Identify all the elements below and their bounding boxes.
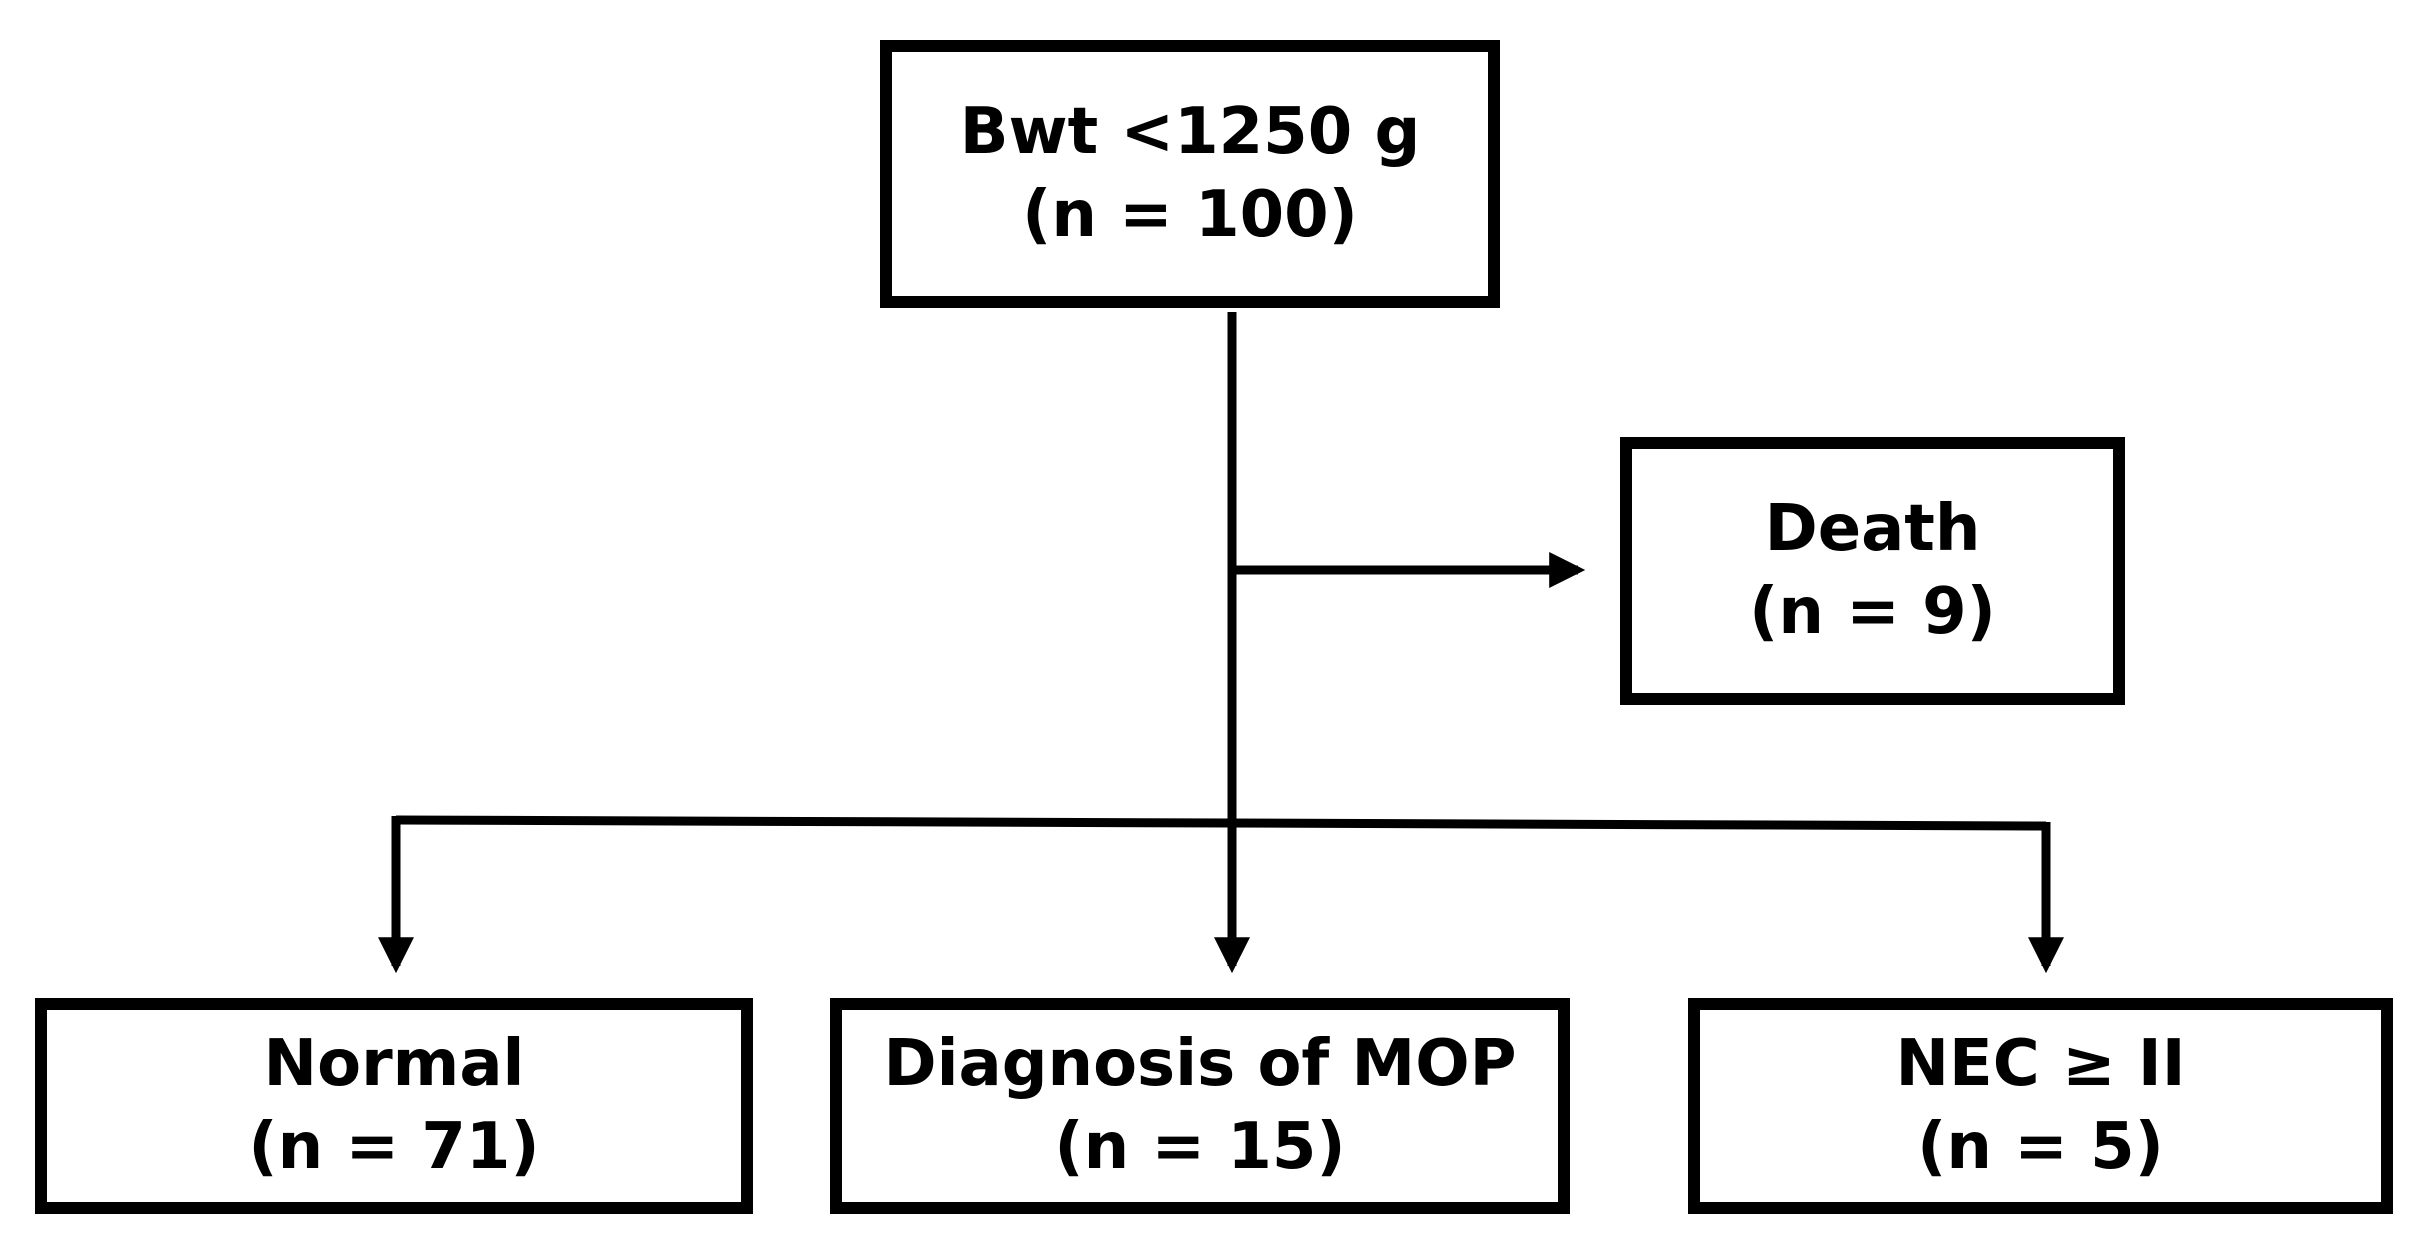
node-title: NEC ≥ II <box>1895 1026 2186 1101</box>
node-count: (n = 15) <box>1054 1110 1346 1184</box>
node-title: Bwt <1250 g <box>959 94 1421 169</box>
branch-horizontal-line <box>395 815 2047 831</box>
node-title: Diagnosis of MOP <box>883 1026 1517 1101</box>
node-diagnosis-of-mop: Diagnosis of MOP (n = 15) <box>830 998 1570 1214</box>
node-death: Death (n = 9) <box>1620 437 2125 705</box>
node-count: (n = 100) <box>1022 178 1358 252</box>
node-nec: NEC ≥ II (n = 5) <box>1688 998 2393 1214</box>
node-birthweight-cohort: Bwt <1250 g (n = 100) <box>880 40 1500 308</box>
node-title: Normal <box>263 1026 525 1101</box>
node-count: (n = 5) <box>1917 1110 2164 1184</box>
node-title: Death <box>1764 491 1981 566</box>
node-count: (n = 71) <box>248 1110 540 1184</box>
node-count: (n = 9) <box>1749 575 1996 649</box>
node-normal: Normal (n = 71) <box>35 998 753 1214</box>
